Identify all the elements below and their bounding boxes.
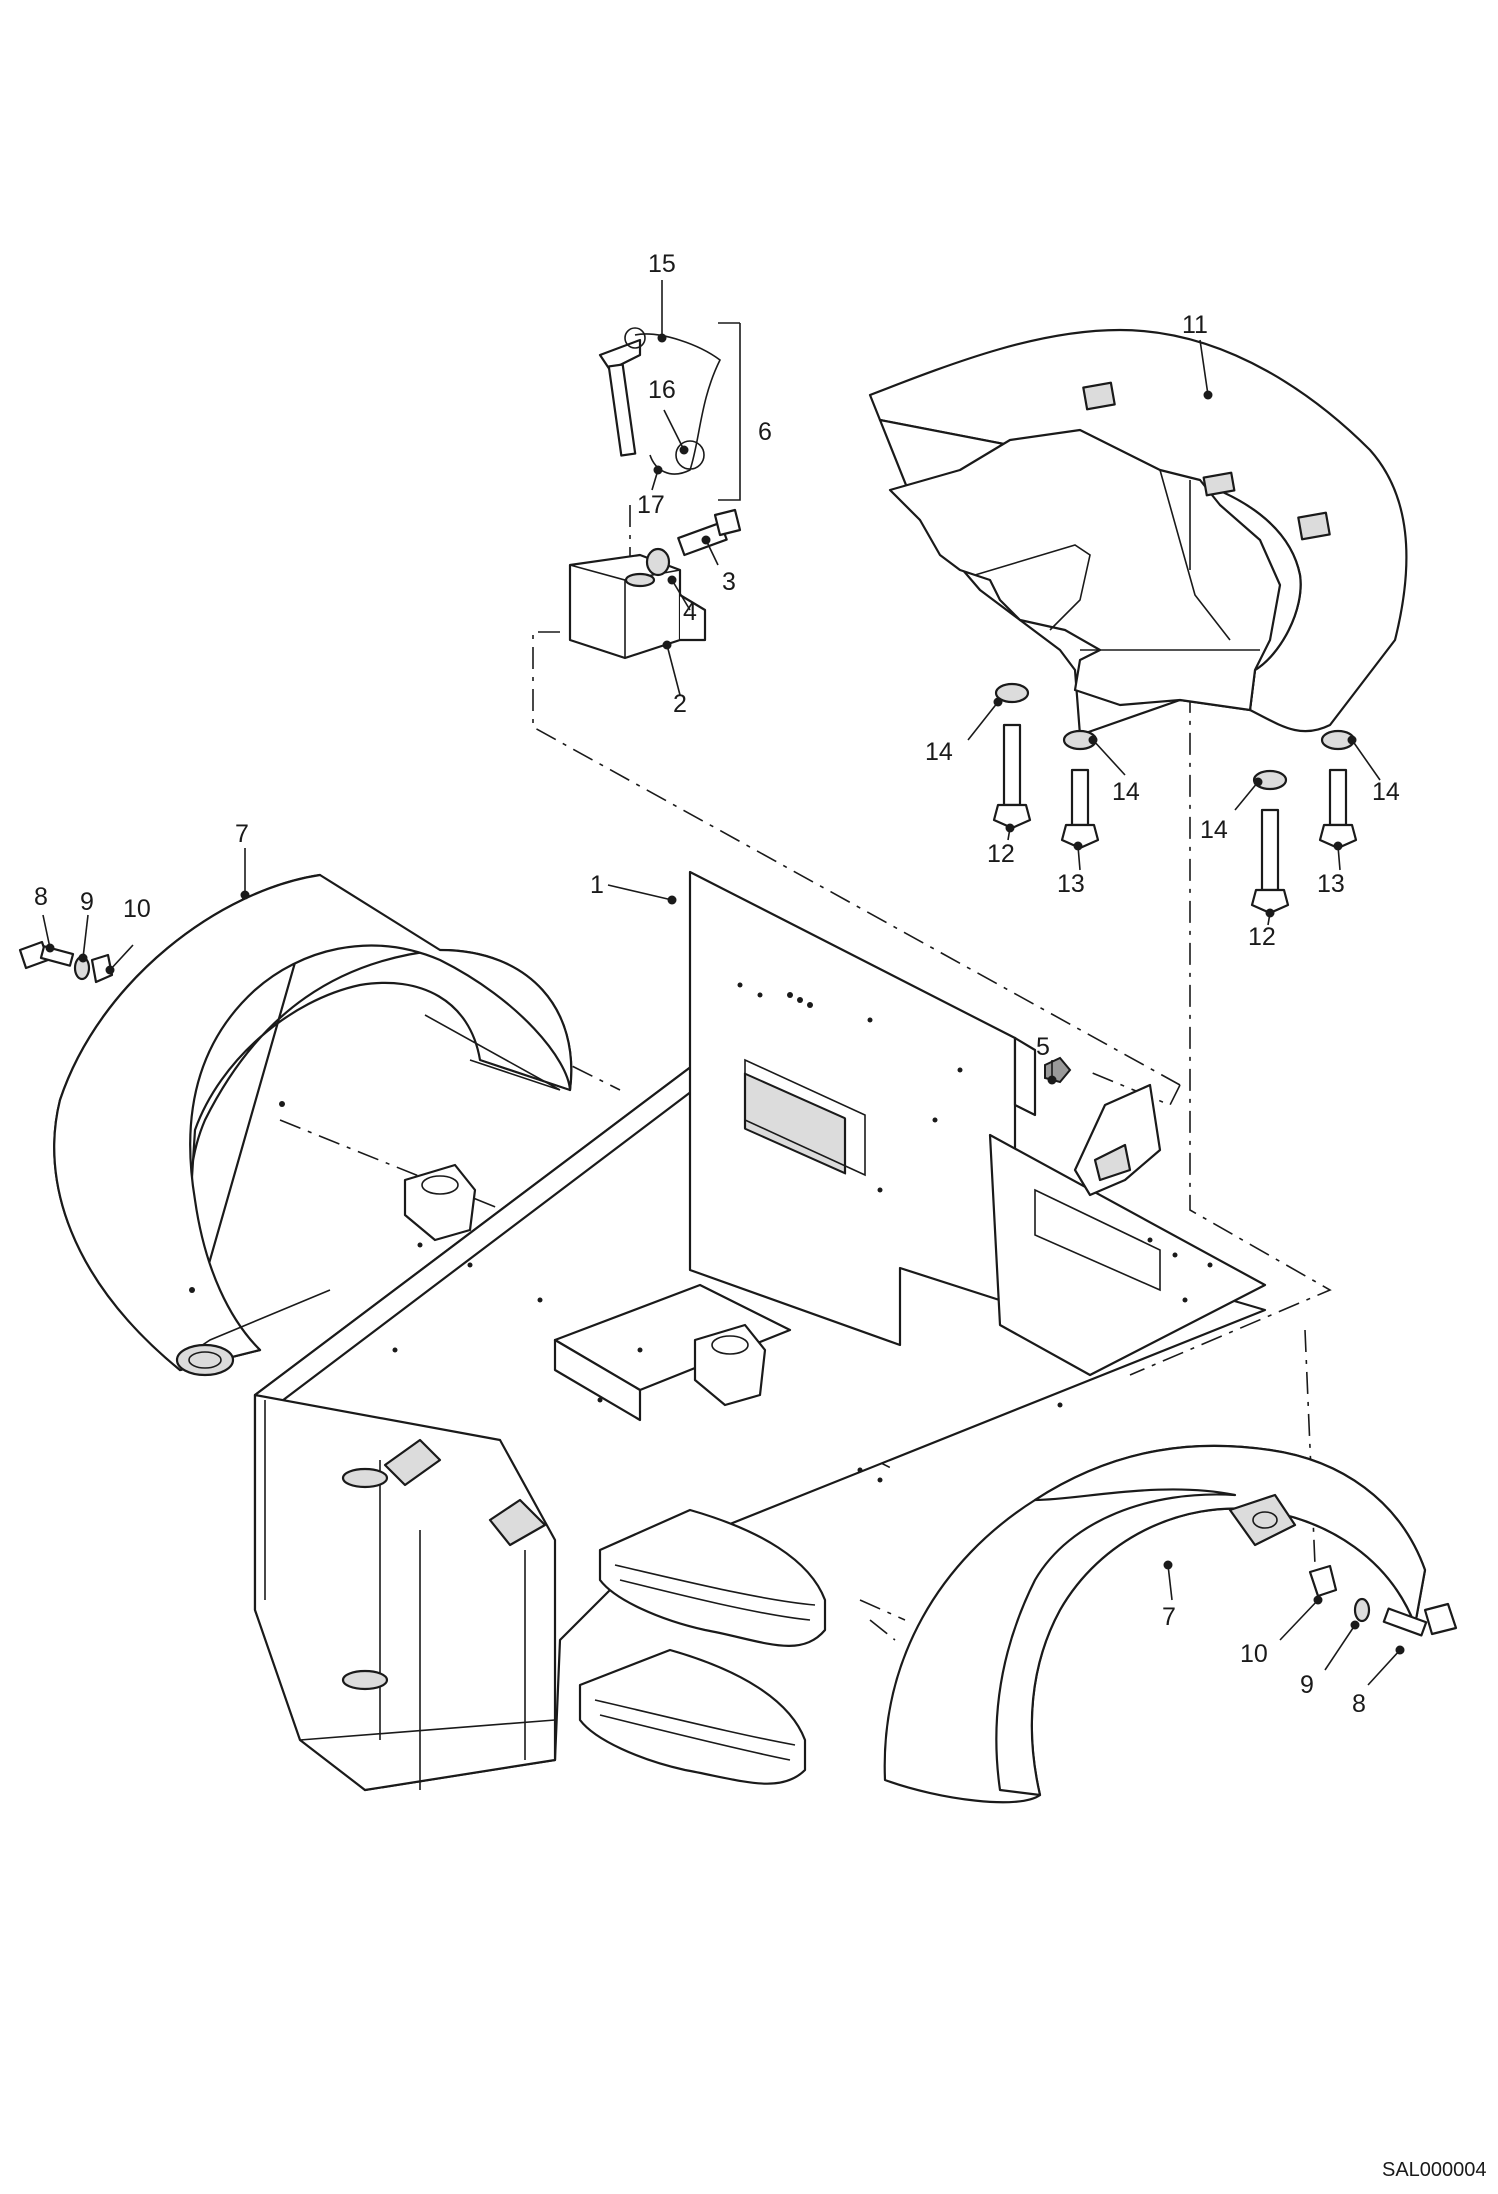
callout-3: 3 — [722, 568, 736, 596]
fender-fasteners-left — [18, 940, 114, 984]
callout-10-right: 10 — [1240, 1640, 1268, 1668]
callout-11: 11 — [1182, 311, 1208, 339]
counterweight-bolts — [992, 682, 1358, 915]
callout-7-right: 7 — [1162, 1603, 1176, 1631]
callout-12-left: 12 — [987, 840, 1015, 868]
hitch-pin — [598, 338, 642, 457]
callout-8-left: 8 — [34, 883, 48, 911]
callout-4: 4 — [683, 598, 697, 626]
counterweight — [868, 328, 1408, 737]
callout-12-right: 12 — [1248, 923, 1276, 951]
callout-13-left: 13 — [1057, 870, 1085, 898]
bolt-13-right — [1318, 729, 1358, 850]
callout-8-right: 8 — [1352, 1690, 1366, 1718]
callout-7-left: 7 — [235, 820, 249, 848]
right-fender — [883, 1444, 1427, 1804]
callout-14-d: 14 — [1372, 778, 1400, 806]
callout-2: 2 — [673, 690, 687, 718]
callout-9-right: 9 — [1300, 1671, 1314, 1699]
callout-14-c: 14 — [1200, 816, 1228, 844]
hitch-assembly — [568, 322, 742, 660]
drawing-reference: SAL000004 — [1382, 2159, 1487, 2181]
bolt-12-right — [1250, 769, 1290, 915]
callout-9-left: 9 — [80, 888, 94, 916]
left-fender — [53, 873, 573, 1377]
safety-chain — [624, 327, 722, 475]
bracket-5 — [1044, 1056, 1162, 1197]
callout-17: 17 — [637, 491, 665, 519]
callout-1: 1 — [590, 871, 604, 899]
frame-holes — [392, 982, 1213, 1483]
steps — [578, 1508, 827, 1785]
callout-10-left: 10 — [123, 895, 151, 923]
callout-14-a: 14 — [925, 738, 953, 766]
main-frame — [253, 870, 1267, 1792]
bolt-12-left — [992, 682, 1032, 830]
callout-14-b: 14 — [1112, 778, 1140, 806]
leader-lines — [42, 280, 1405, 1686]
callout-6: 6 — [758, 418, 772, 446]
callout-16: 16 — [648, 376, 676, 404]
callout-13-right: 13 — [1317, 870, 1345, 898]
bolt-13-left — [1060, 729, 1100, 850]
callout-15: 15 — [648, 250, 676, 278]
fender-fasteners-right — [1308, 1564, 1458, 1637]
callouts: 1 2 3 4 5 6 7 7 8 8 9 9 10 10 11 12 12 1… — [34, 250, 1400, 1718]
callout-5: 5 — [1036, 1033, 1050, 1061]
